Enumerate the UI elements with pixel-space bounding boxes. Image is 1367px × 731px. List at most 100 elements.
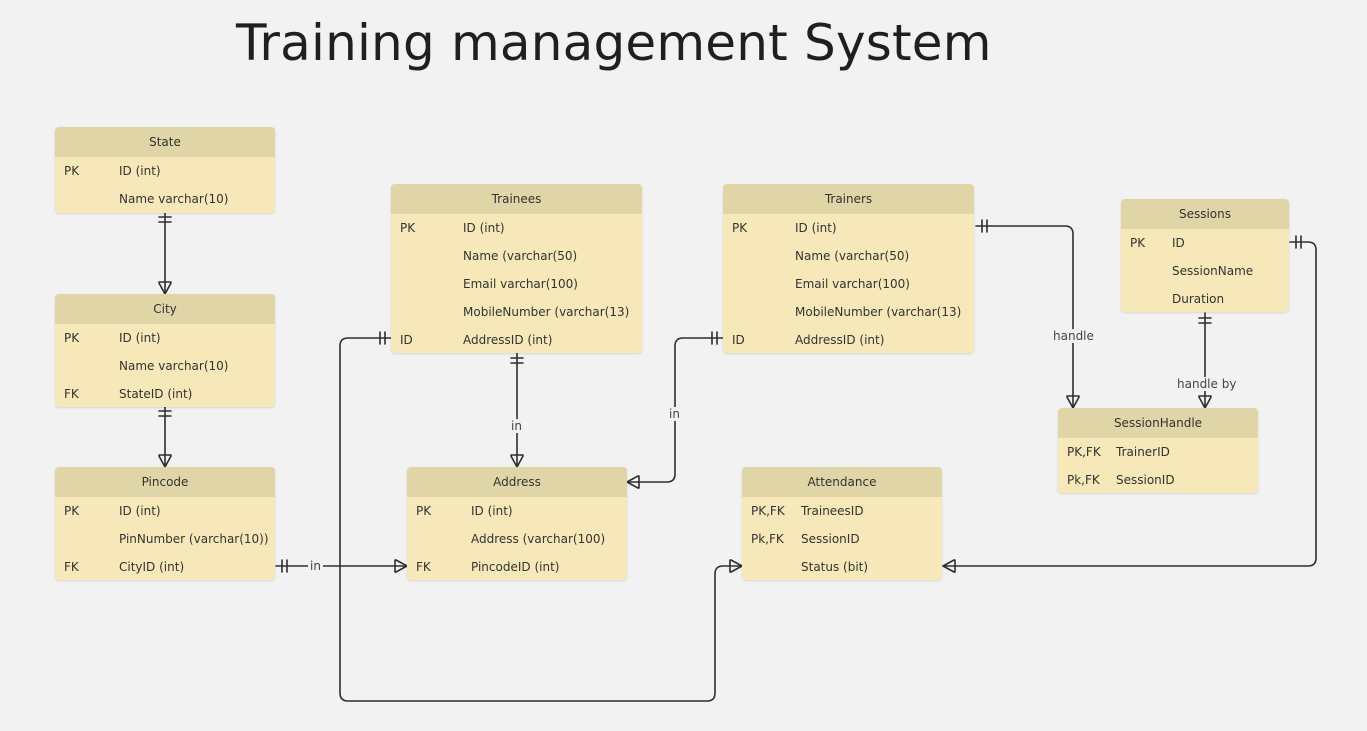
relationship-label-trainers-sessionhandle: handle: [1051, 329, 1096, 343]
entity-attendance[interactable]: Attendance PK,FK TraineesID Pk,FK SessionI…: [742, 467, 942, 580]
relationship-label-pincode-address: in: [308, 559, 323, 573]
entity-row: MobileNumber (varchar(13): [723, 298, 974, 326]
row-key: PK,FK: [1067, 445, 1101, 459]
line-sessions-sessionhandle: [1198, 312, 1212, 409]
entity-row: ID AddressID (int): [391, 326, 642, 353]
row-key: PK: [64, 504, 80, 518]
entity-row: Name varchar(10): [55, 185, 275, 213]
row-field: TraineesID: [801, 504, 864, 518]
entity-row: Pk,FK SessionID: [1058, 466, 1258, 493]
row-field: Address (varchar(100): [471, 532, 606, 546]
row-field: MobileNumber (varchar(13): [463, 305, 630, 319]
entity-row: ID AddressID (int): [723, 326, 974, 353]
row-field: ID (int): [119, 164, 161, 178]
entity-row: PK ID (int): [407, 497, 627, 525]
entity-row: Email varchar(100): [723, 270, 974, 298]
row-field: SessionID: [1116, 473, 1175, 487]
row-key: PK: [1130, 236, 1146, 250]
entity-trainees[interactable]: Trainees PK ID (int) Name (varchar(50) Em…: [391, 184, 642, 353]
line-trainees-address: [510, 352, 524, 468]
entity-row: PK ID (int): [391, 214, 642, 242]
entity-name: Trainees: [391, 184, 642, 214]
row-key: PK: [64, 164, 80, 178]
entity-row: Address (varchar(100): [407, 525, 627, 553]
row-key: PK: [400, 221, 416, 235]
entity-row: MobileNumber (varchar(13): [391, 298, 642, 326]
entity-name: State: [55, 127, 275, 157]
row-field: Email varchar(100): [795, 277, 910, 291]
row-key: ID: [732, 333, 745, 347]
entity-row: Pk,FK SessionID: [742, 525, 942, 553]
entity-row: PinNumber (varchar(10)): [55, 525, 275, 553]
row-field: PinNumber (varchar(10)): [119, 532, 269, 546]
entity-row: PK ID (int): [55, 324, 275, 352]
entity-name: SessionHandle: [1058, 408, 1258, 438]
entity-name: Address: [407, 467, 627, 497]
entity-row: PK ID: [1121, 229, 1289, 257]
entity-state[interactable]: State PK ID (int) Name varchar(10): [55, 127, 275, 213]
entity-row: Name (varchar(50): [391, 242, 642, 270]
row-field: ID (int): [119, 504, 161, 518]
row-key: Pk,FK: [1067, 473, 1100, 487]
entity-address[interactable]: Address PK ID (int) Address (varchar(100)…: [407, 467, 627, 580]
line-pincode-address: [275, 559, 408, 573]
entity-row: SessionName: [1121, 257, 1289, 285]
row-field: PincodeID (int): [471, 560, 560, 574]
page-title: Training management System: [236, 14, 992, 72]
line-sessions-attendance: [942, 235, 1317, 573]
row-key: FK: [416, 560, 431, 574]
entity-row: Status (bit): [742, 553, 942, 580]
row-key: PK,FK: [751, 504, 785, 518]
entity-row: Name varchar(10): [55, 352, 275, 380]
row-field: ID (int): [795, 221, 837, 235]
row-field: Name (varchar(50): [463, 249, 578, 263]
row-key: FK: [64, 387, 79, 401]
line-city-pincode: [158, 406, 172, 468]
entity-row: PK ID (int): [55, 497, 275, 525]
row-field: Name varchar(10): [119, 359, 229, 373]
row-key: ID: [400, 333, 413, 347]
row-field: Name varchar(10): [119, 192, 229, 206]
row-field: MobileNumber (varchar(13): [795, 305, 962, 319]
line-trainers-sessionhandle: [975, 219, 1080, 409]
row-field: AddressID (int): [795, 333, 885, 347]
row-field: SessionName: [1172, 264, 1254, 278]
entity-trainers[interactable]: Trainers PK ID (int) Name (varchar(50) Em…: [723, 184, 974, 353]
entity-row: FK CityID (int): [55, 553, 275, 580]
line-trainees-attendance: [339, 331, 743, 702]
line-state-city: [158, 212, 172, 295]
entity-name: City: [55, 294, 275, 324]
row-field: ID (int): [471, 504, 513, 518]
row-field: ID (int): [463, 221, 505, 235]
row-field: Email varchar(100): [463, 277, 578, 291]
relationship-label-trainers-address: in: [667, 407, 682, 421]
row-key: Pk,FK: [751, 532, 784, 546]
row-field: ID: [1172, 236, 1185, 250]
row-field: SessionID: [801, 532, 860, 546]
row-field: Status (bit): [801, 560, 869, 574]
row-key: PK: [416, 504, 432, 518]
entity-row: PK ID (int): [55, 157, 275, 185]
row-field: ID (int): [119, 331, 161, 345]
entity-row: PK ID (int): [723, 214, 974, 242]
row-field: AddressID (int): [463, 333, 553, 347]
row-field: Name (varchar(50): [795, 249, 910, 263]
row-key: PK: [64, 331, 80, 345]
entity-name: Sessions: [1121, 199, 1289, 229]
entity-name: Attendance: [742, 467, 942, 497]
entity-name: Trainers: [723, 184, 974, 214]
row-key: FK: [64, 560, 79, 574]
row-field: CityID (int): [119, 560, 185, 574]
relationship-label-trainees-address: in: [509, 419, 524, 433]
entity-row: Name (varchar(50): [723, 242, 974, 270]
entity-name: Pincode: [55, 467, 275, 497]
entity-pincode[interactable]: Pincode PK ID (int) PinNumber (varchar(10…: [55, 467, 275, 580]
row-key: PK: [732, 221, 748, 235]
entity-row: PK,FK TraineesID: [742, 497, 942, 525]
